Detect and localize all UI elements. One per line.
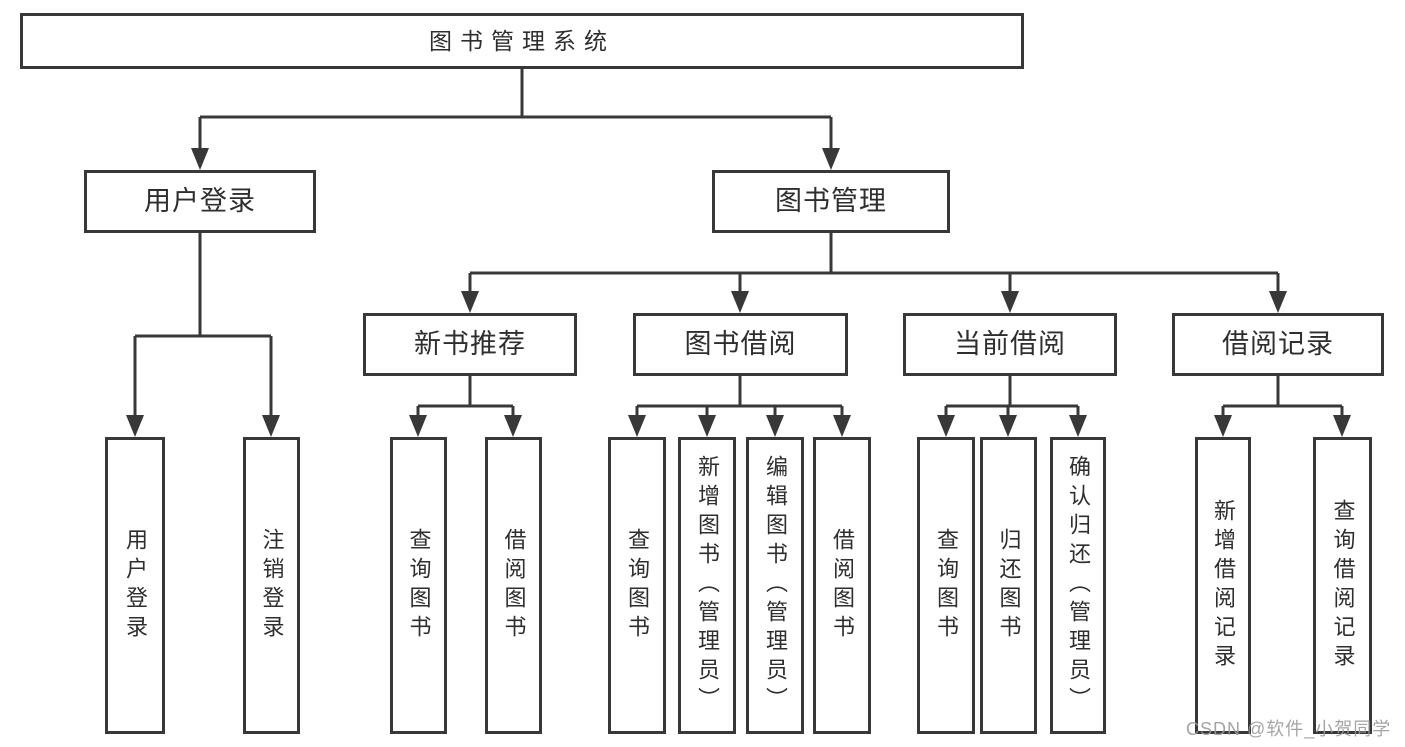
leaf-record-add-borrow-record: 新增借阅记录 bbox=[1195, 437, 1251, 734]
node-label: 用户登录 bbox=[123, 527, 148, 644]
node-user-login: 用户登录 bbox=[84, 170, 316, 233]
leaf-borrow-borrow-books: 借阅图书 bbox=[813, 437, 871, 734]
leaf-current-confirm-return-admin: 确认归还（管理员） bbox=[1050, 437, 1106, 734]
node-book-borrowing: 图书借阅 bbox=[633, 313, 848, 376]
arrow-down-icon bbox=[262, 415, 280, 437]
leaf-logout: 注销登录 bbox=[243, 437, 300, 734]
arrow-down-icon bbox=[833, 415, 851, 437]
arrow-down-icon bbox=[191, 148, 209, 170]
leaf-record-query-borrow-record: 查询借阅记录 bbox=[1313, 437, 1372, 734]
arrow-down-icon bbox=[1214, 415, 1232, 437]
node-label: 借阅图书 bbox=[830, 527, 855, 644]
node-label: 新书推荐 bbox=[414, 329, 526, 359]
arrow-down-icon bbox=[999, 415, 1017, 437]
node-current-borrowing: 当前借阅 bbox=[903, 313, 1117, 376]
node-borrowing-records: 借阅记录 bbox=[1172, 313, 1384, 376]
arrow-down-icon bbox=[504, 415, 522, 437]
node-label: 新增借阅记录 bbox=[1211, 498, 1236, 673]
leaf-newbook-query-books: 查询图书 bbox=[390, 437, 447, 734]
arrow-down-icon bbox=[1269, 291, 1287, 313]
arrow-down-icon bbox=[1333, 415, 1351, 437]
node-label: 确认归还（管理员） bbox=[1066, 455, 1091, 716]
leaf-current-return-books: 归还图书 bbox=[980, 437, 1037, 734]
node-label: 注销登录 bbox=[259, 527, 285, 644]
node-label: 查询图书 bbox=[406, 527, 432, 644]
node-label: 图书管理 bbox=[775, 186, 887, 216]
node-label: 当前借阅 bbox=[954, 329, 1066, 359]
arrow-down-icon bbox=[766, 415, 784, 437]
node-label: 图书借阅 bbox=[684, 329, 797, 359]
node-label: 新增图书（管理员） bbox=[695, 455, 720, 716]
leaf-borrow-edit-books-admin: 编辑图书（管理员） bbox=[746, 437, 804, 734]
node-label: 查询图书 bbox=[625, 527, 650, 644]
arrow-down-icon bbox=[461, 291, 479, 313]
arrow-down-icon bbox=[937, 415, 955, 437]
node-label: 图书管理系统 bbox=[429, 27, 615, 54]
node-label: 借阅图书 bbox=[501, 527, 527, 644]
arrow-down-icon bbox=[126, 415, 144, 437]
node-library-management-system: 图书管理系统 bbox=[20, 13, 1024, 69]
node-label: 查询借阅记录 bbox=[1330, 498, 1356, 673]
leaf-newbook-borrow-books: 借阅图书 bbox=[485, 437, 542, 734]
node-label: 查询图书 bbox=[934, 527, 959, 644]
arrow-down-icon bbox=[1001, 291, 1019, 313]
arrow-down-icon bbox=[698, 415, 716, 437]
leaf-borrow-add-books-admin: 新增图书（管理员） bbox=[678, 437, 736, 734]
node-label: 借阅记录 bbox=[1222, 329, 1334, 359]
node-label: 用户登录 bbox=[144, 186, 256, 216]
arrow-down-icon bbox=[409, 415, 427, 437]
node-new-book-recommendation: 新书推荐 bbox=[363, 313, 577, 376]
node-label: 编辑图书（管理员） bbox=[763, 455, 788, 716]
csdn-watermark: CSDN @软件_小贺同学 bbox=[1186, 719, 1392, 739]
leaf-current-query-books: 查询图书 bbox=[917, 437, 975, 734]
node-book-management: 图书管理 bbox=[712, 170, 950, 233]
arrow-down-icon bbox=[822, 148, 840, 170]
arrow-down-icon bbox=[731, 291, 749, 313]
node-label: 归还图书 bbox=[996, 527, 1022, 644]
arrow-down-icon bbox=[628, 415, 646, 437]
arrow-down-icon bbox=[1069, 415, 1087, 437]
leaf-borrow-query-books: 查询图书 bbox=[608, 437, 666, 734]
leaf-user-login: 用户登录 bbox=[105, 437, 165, 734]
